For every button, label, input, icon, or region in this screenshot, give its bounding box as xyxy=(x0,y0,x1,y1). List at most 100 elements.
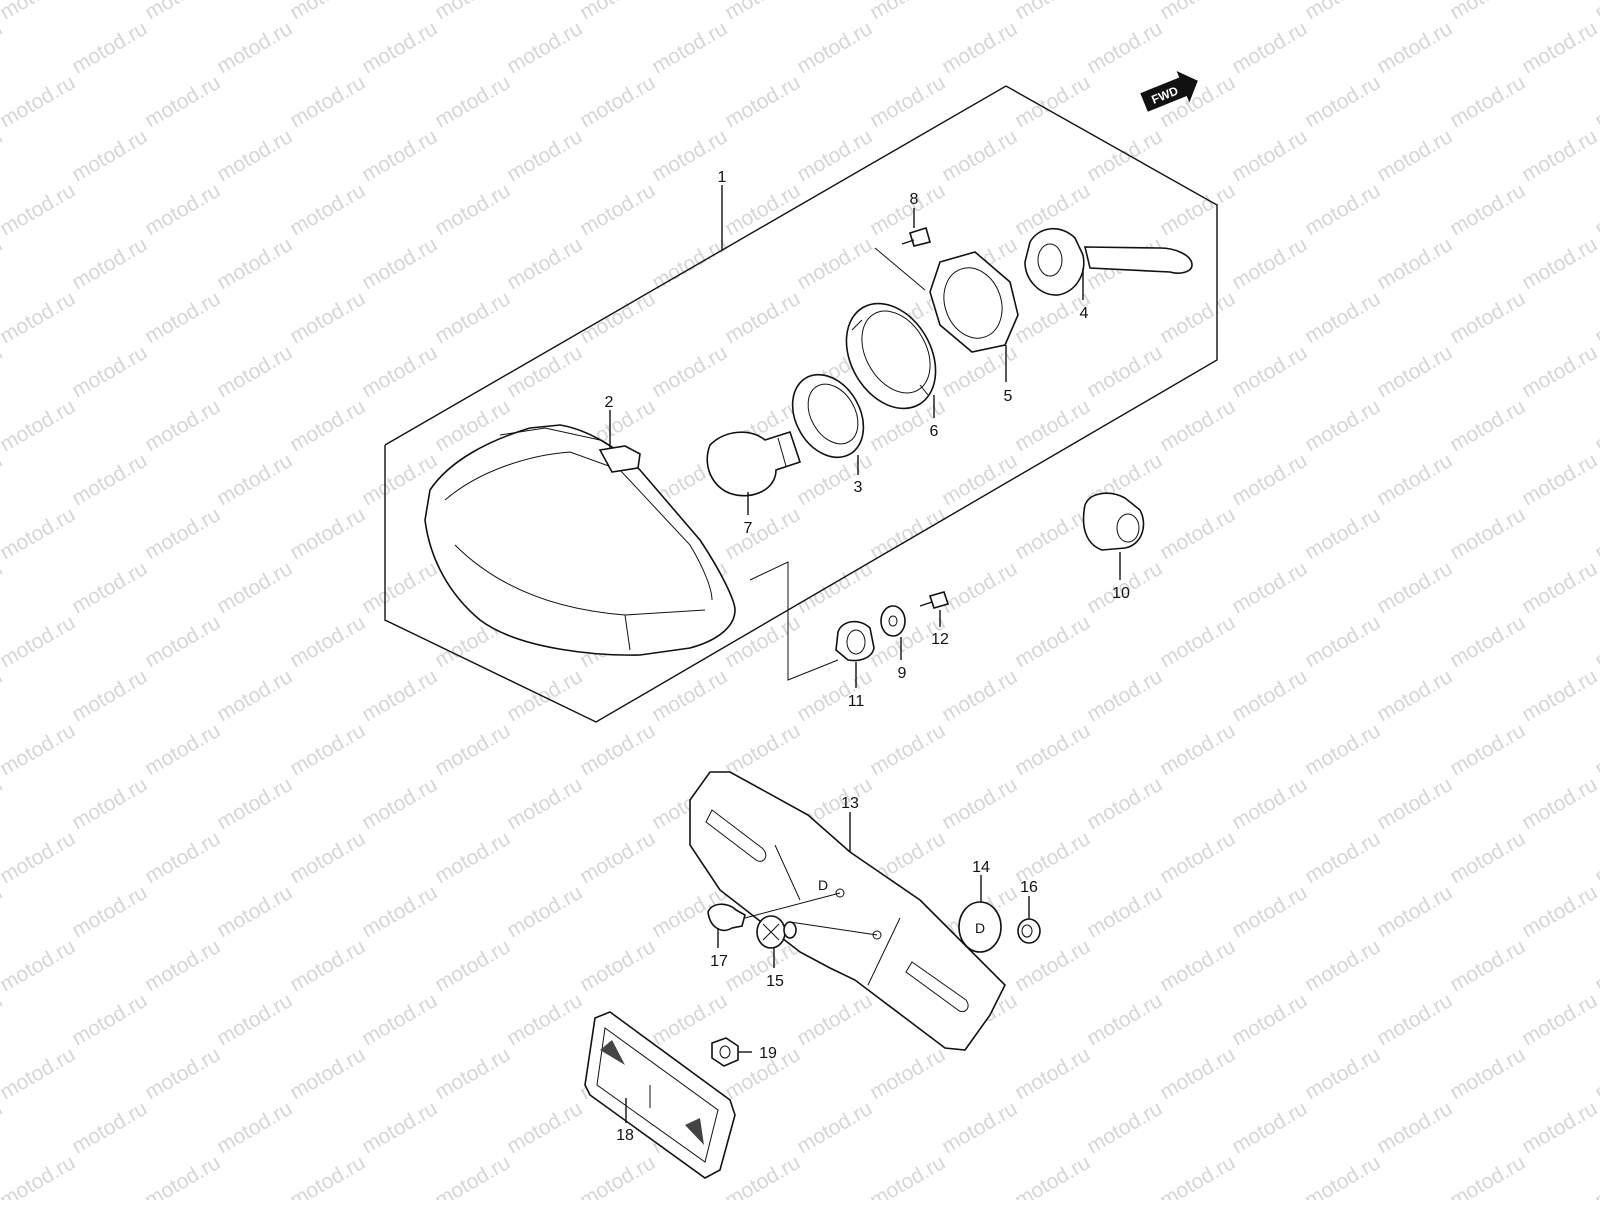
watermark-text: motod.ru xyxy=(1301,611,1384,672)
watermark-text: motod.ru xyxy=(1156,719,1239,780)
watermark-text: motod.ru xyxy=(431,179,514,240)
watermark-text: motod.ru xyxy=(938,665,1021,726)
watermark-text: motod.ru xyxy=(1446,935,1529,996)
callout-9: 9 xyxy=(898,665,907,682)
watermark-text: motod.ru xyxy=(576,179,659,240)
watermark-text: motod.ru xyxy=(1301,287,1384,348)
watermark-text: motod.ru xyxy=(1301,395,1384,456)
watermark-text: motod.ru xyxy=(1373,17,1456,78)
watermark-text: motod.ru xyxy=(1011,395,1094,456)
watermark-text: motod.ru xyxy=(938,773,1021,834)
watermark-text: motod.ru xyxy=(1518,773,1600,834)
watermark-text: motod.ru xyxy=(721,71,804,132)
watermark-text: motod.ru xyxy=(0,773,6,834)
watermark-text: motod.ru xyxy=(286,503,369,564)
watermark-text: motod.ru xyxy=(793,17,876,78)
watermark-text: motod.ru xyxy=(358,773,441,834)
watermark-text: motod.ru xyxy=(0,17,6,78)
watermark-text: motod.ru xyxy=(358,233,441,294)
watermark-text: motod.ru xyxy=(0,665,6,726)
bolt-15 xyxy=(756,915,878,949)
watermark-text: motod.ru xyxy=(866,1151,949,1200)
watermark-text: motod.ru xyxy=(1156,611,1239,672)
watermark-text: motod.ru xyxy=(141,719,224,780)
watermark-text: motod.ru xyxy=(0,0,79,24)
socket-harness-4 xyxy=(1024,227,1193,296)
watermark-text: motod.ru xyxy=(286,827,369,888)
watermark-text: motod.ru xyxy=(1591,179,1600,240)
watermark-text: motod.ru xyxy=(1373,341,1456,402)
watermark-text: motod.ru xyxy=(793,449,876,510)
watermark-text: motod.ru xyxy=(286,179,369,240)
watermark-text: motod.ru xyxy=(1373,881,1456,942)
watermark-text: motod.ru xyxy=(0,341,6,402)
tail-lamp-lens xyxy=(424,424,736,656)
watermark-text: motod.ru xyxy=(68,881,151,942)
watermark-text: motod.ru xyxy=(648,17,731,78)
watermark-text: motod.ru xyxy=(213,1097,296,1158)
watermark-text: motod.ru xyxy=(721,287,804,348)
nut-letter: D xyxy=(975,920,985,936)
watermark-text: motod.ru xyxy=(68,17,151,78)
watermark-text: motod.ru xyxy=(141,503,224,564)
watermark-text: motod.ru xyxy=(1446,1043,1529,1104)
watermark-text: motod.ru xyxy=(1591,1151,1600,1200)
watermark-text: motod.ru xyxy=(1011,719,1094,780)
watermark-text: motod.ru xyxy=(431,935,514,996)
watermark-text: motod.ru xyxy=(68,773,151,834)
watermark-text: motod.ru xyxy=(141,827,224,888)
watermark-text: motod.ru xyxy=(1518,665,1600,726)
bracket-letter: D xyxy=(818,877,828,893)
watermark-text: motod.ru xyxy=(938,1097,1021,1158)
watermark-text: motod.ru xyxy=(0,449,6,510)
callout-6: 6 xyxy=(930,423,939,440)
watermark-text: motod.ru xyxy=(1156,1151,1239,1200)
nut-16 xyxy=(1017,918,1041,944)
watermark-text: motod.ru xyxy=(721,503,804,564)
watermark-text: motod.ru xyxy=(431,287,514,348)
watermark-text: motod.ru xyxy=(1518,125,1600,186)
watermark-text: motod.ru xyxy=(1228,557,1311,618)
watermark-text: motod.ru xyxy=(1446,0,1529,24)
watermark-text: motod.ru xyxy=(141,71,224,132)
callout-17: 17 xyxy=(710,953,728,970)
watermark-text: motod.ru xyxy=(1373,125,1456,186)
watermark-text: motod.ru xyxy=(1228,233,1311,294)
callout-labels: 1 2 3 4 5 6 7 8 9 10 11 12 13 14 15 16 1… xyxy=(605,169,1130,1144)
watermark-text: motod.ru xyxy=(141,611,224,672)
watermark-text: motod.ru xyxy=(1228,449,1311,510)
watermark-text: motod.ru xyxy=(1373,557,1456,618)
nut-14: D xyxy=(958,901,1002,953)
watermark-text: motod.ru xyxy=(866,71,949,132)
callout-3: 3 xyxy=(854,479,863,496)
watermark-text: motod.ru xyxy=(286,611,369,672)
watermark-text: motod.ru xyxy=(286,71,369,132)
watermark-text: motod.ru xyxy=(1228,17,1311,78)
callout-18: 18 xyxy=(616,1127,634,1144)
watermark-text: motod.ru xyxy=(213,881,296,942)
watermark-text: motod.ru xyxy=(1518,449,1600,510)
watermark-text: motod.ru xyxy=(503,773,586,834)
watermark-text: motod.ru xyxy=(1591,611,1600,672)
watermark-text: motod.ru xyxy=(1591,287,1600,348)
watermark-text: motod.ru xyxy=(1083,341,1166,402)
watermark-text: motod.ru xyxy=(0,503,79,564)
watermark-text: motod.ru xyxy=(431,719,514,780)
watermark-text: motod.ru xyxy=(1446,503,1529,564)
watermark-text: motod.ru xyxy=(938,125,1021,186)
callout-16: 16 xyxy=(1020,879,1038,896)
watermark-text: motod.ru xyxy=(1011,611,1094,672)
watermark-text: motod.ru xyxy=(0,125,6,186)
watermark-text: motod.ru xyxy=(503,665,586,726)
assembly-outline xyxy=(384,85,1218,723)
watermark-text: motod.ru xyxy=(1518,989,1600,1050)
watermark-text: motod.ru xyxy=(1373,449,1456,510)
watermark-text: motod.ru xyxy=(0,1043,79,1104)
watermark-text: motod.ru xyxy=(503,17,586,78)
watermark-text: motod.ru xyxy=(1301,935,1384,996)
watermark-text: motod.ru xyxy=(1156,287,1239,348)
watermark-text: motod.ru xyxy=(1156,827,1239,888)
watermark-text: motod.ru xyxy=(1301,827,1384,888)
watermark-text: motod.ru xyxy=(1228,881,1311,942)
